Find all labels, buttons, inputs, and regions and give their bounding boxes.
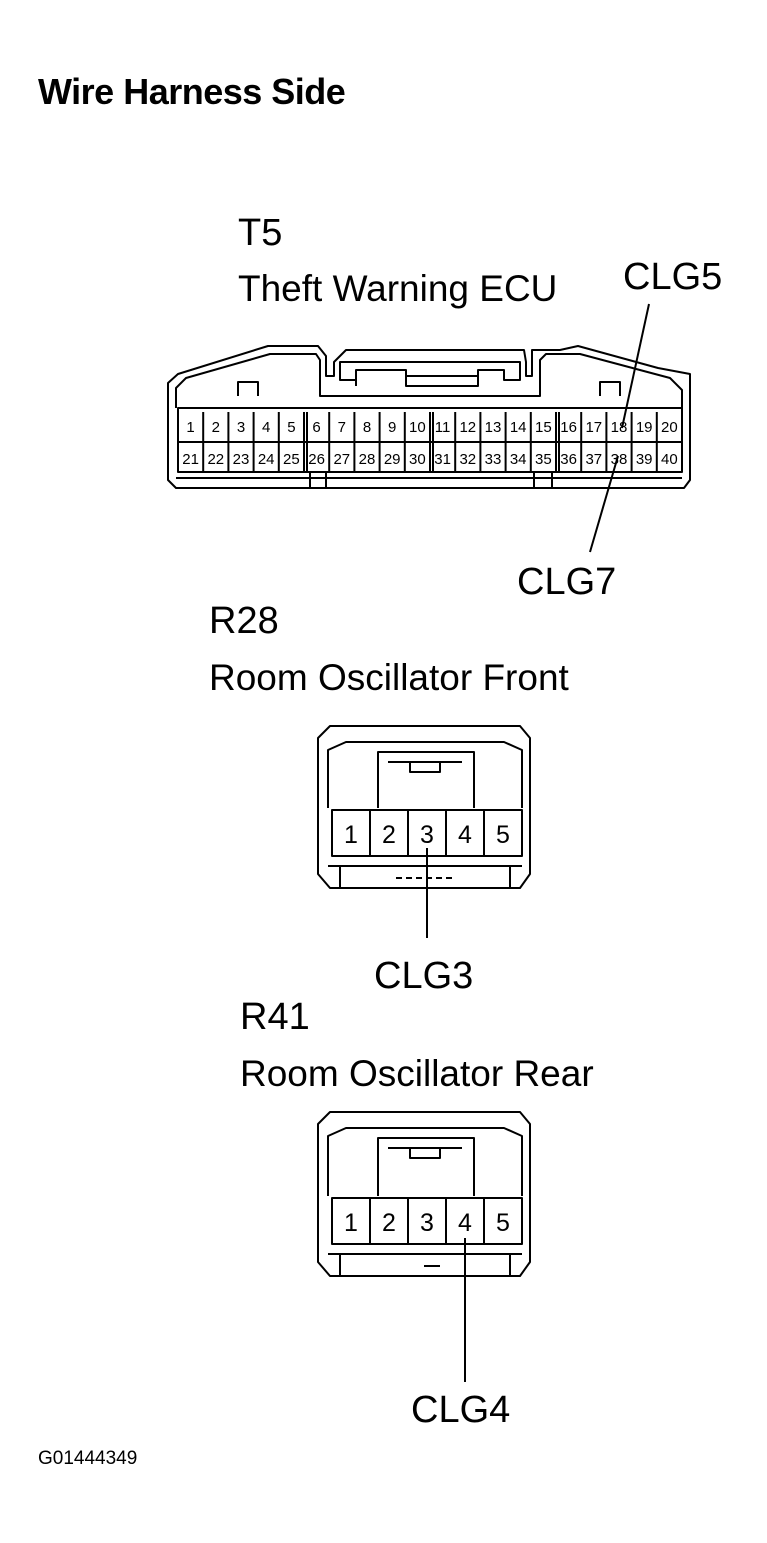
t5-pin-35: 35 (535, 451, 552, 468)
callout-label-clg3: CLG3 (374, 955, 474, 997)
leader-line-clg5 (621, 303, 650, 429)
t5-pin-20: 20 (661, 419, 678, 436)
r41-pin-4: 4 (458, 1209, 472, 1237)
t5-pin-37: 37 (585, 451, 602, 468)
r41-cavity-5 (483, 1197, 523, 1245)
leader-line-clg7 (589, 455, 619, 553)
t5-pin-5: 5 (287, 419, 295, 436)
t5-pin-19: 19 (636, 419, 653, 436)
connector-name-r28: Room Oscillator Front (209, 657, 569, 698)
r41-pin-5: 5 (496, 1209, 510, 1237)
page-title: Wire Harness Side (38, 71, 346, 112)
t5-pin-6: 6 (312, 419, 320, 436)
t5-pin-36: 36 (560, 451, 577, 468)
t5-pin-32: 32 (459, 451, 476, 468)
t5-pin-31: 31 (434, 451, 451, 468)
t5-pin-18: 18 (611, 419, 628, 436)
figure-id: G01444349 (38, 1448, 138, 1469)
connector-code-r28: R28 (209, 600, 279, 642)
t5-pin-34: 34 (510, 451, 527, 468)
t5-pin-7: 7 (338, 419, 346, 436)
connector-name-r41: Room Oscillator Rear (240, 1053, 594, 1094)
r28-pin-5: 5 (496, 821, 510, 849)
t5-pin-16: 16 (560, 419, 577, 436)
t5-pin-33: 33 (485, 451, 502, 468)
t5-pin-17: 17 (585, 419, 602, 436)
t5-pin-38: 38 (611, 451, 628, 468)
r41-pin-1: 1 (344, 1209, 358, 1237)
callout-label-clg7: CLG7 (517, 561, 617, 603)
t5-pin-27: 27 (333, 451, 350, 468)
r28-cavity-5 (483, 809, 523, 857)
t5-pin-13: 13 (485, 419, 502, 436)
r28-pin-2: 2 (382, 821, 396, 849)
r28-pin-3: 3 (420, 821, 434, 849)
t5-pin-4: 4 (262, 419, 270, 436)
t5-pin-40: 40 (661, 451, 678, 468)
t5-pin-14: 14 (510, 419, 527, 436)
t5-pin-29: 29 (384, 451, 401, 468)
t5-pin-22: 22 (207, 451, 224, 468)
t5-pin-9: 9 (388, 419, 396, 436)
t5-pin-3: 3 (237, 419, 245, 436)
callout-label-clg5: CLG5 (623, 256, 723, 298)
t5-pin-2: 2 (212, 419, 220, 436)
t5-pin-28: 28 (359, 451, 376, 468)
t5-pin-24: 24 (258, 451, 275, 468)
r41-pin-3: 3 (420, 1209, 434, 1237)
connector-body-r28 (317, 725, 531, 889)
r28-pin-1: 1 (344, 821, 358, 849)
t5-pin-30: 30 (409, 451, 426, 468)
t5-pin-11: 11 (435, 419, 451, 436)
r28-pin-4: 4 (458, 821, 472, 849)
connector-code-r41: R41 (240, 996, 310, 1038)
t5-pin-25: 25 (283, 451, 300, 468)
t5-pin-10: 10 (409, 419, 426, 436)
t5-pin-1: 1 (186, 419, 194, 436)
t5-pin-23: 23 (233, 451, 250, 468)
t5-pin-8: 8 (363, 419, 371, 436)
connector-body-r41 (317, 1111, 531, 1277)
connector-name-t5: Theft Warning ECU (238, 268, 558, 309)
r41-pin-2: 2 (382, 1209, 396, 1237)
t5-pin-39: 39 (636, 451, 653, 468)
callout-label-clg4: CLG4 (411, 1389, 511, 1431)
connector-code-t5: T5 (238, 212, 283, 254)
t5-pin-15: 15 (535, 419, 552, 436)
t5-pin-12: 12 (459, 419, 476, 436)
t5-pin-26: 26 (308, 451, 325, 468)
t5-pin-21: 21 (182, 451, 199, 468)
